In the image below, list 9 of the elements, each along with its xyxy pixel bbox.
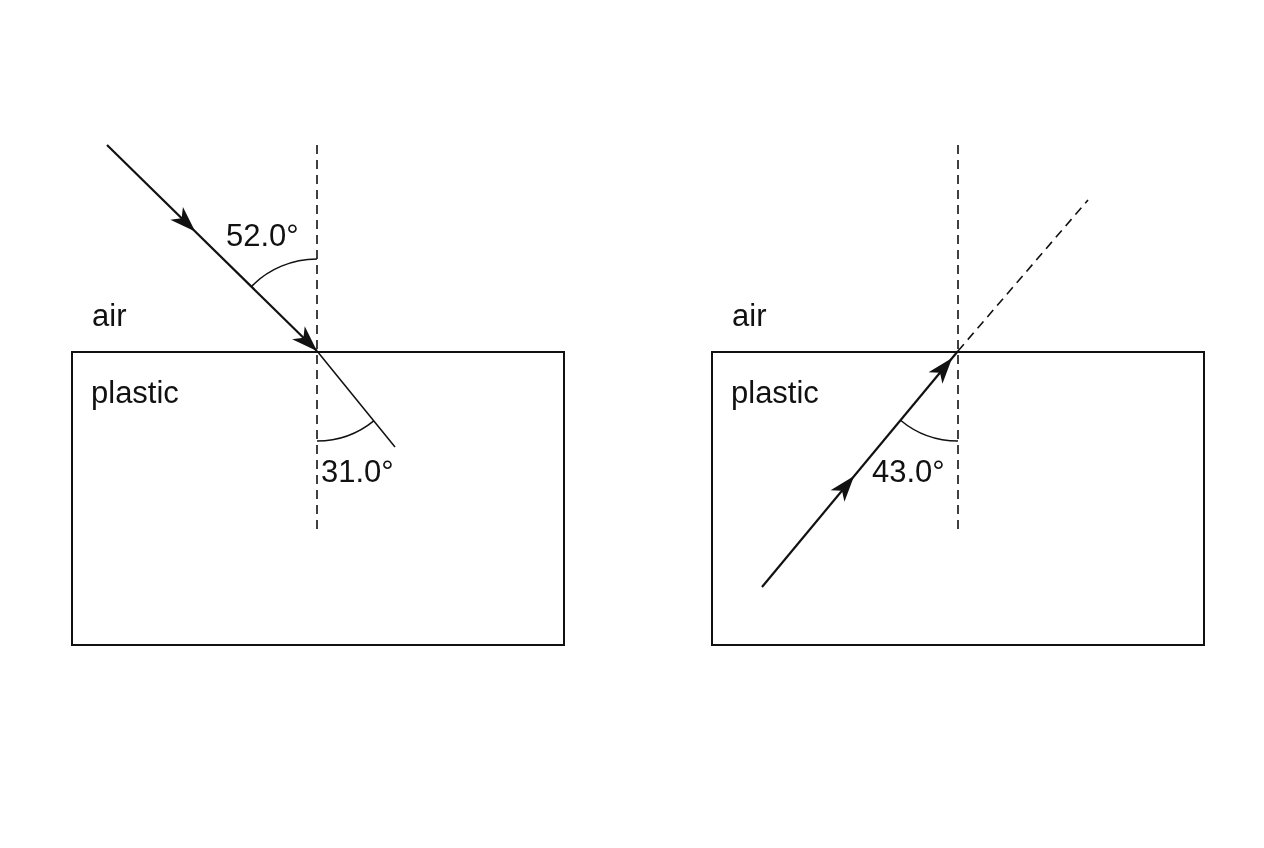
medium-label: air — [732, 300, 767, 331]
medium-label: air — [92, 300, 127, 331]
medium-label: plastic — [731, 377, 819, 408]
medium-block — [711, 351, 1205, 646]
angle-label: 31.0° — [321, 456, 394, 487]
medium-block — [71, 351, 565, 646]
angle-label: 52.0° — [226, 220, 299, 251]
medium-label: plastic — [91, 377, 179, 408]
angle-label: 43.0° — [872, 456, 945, 487]
